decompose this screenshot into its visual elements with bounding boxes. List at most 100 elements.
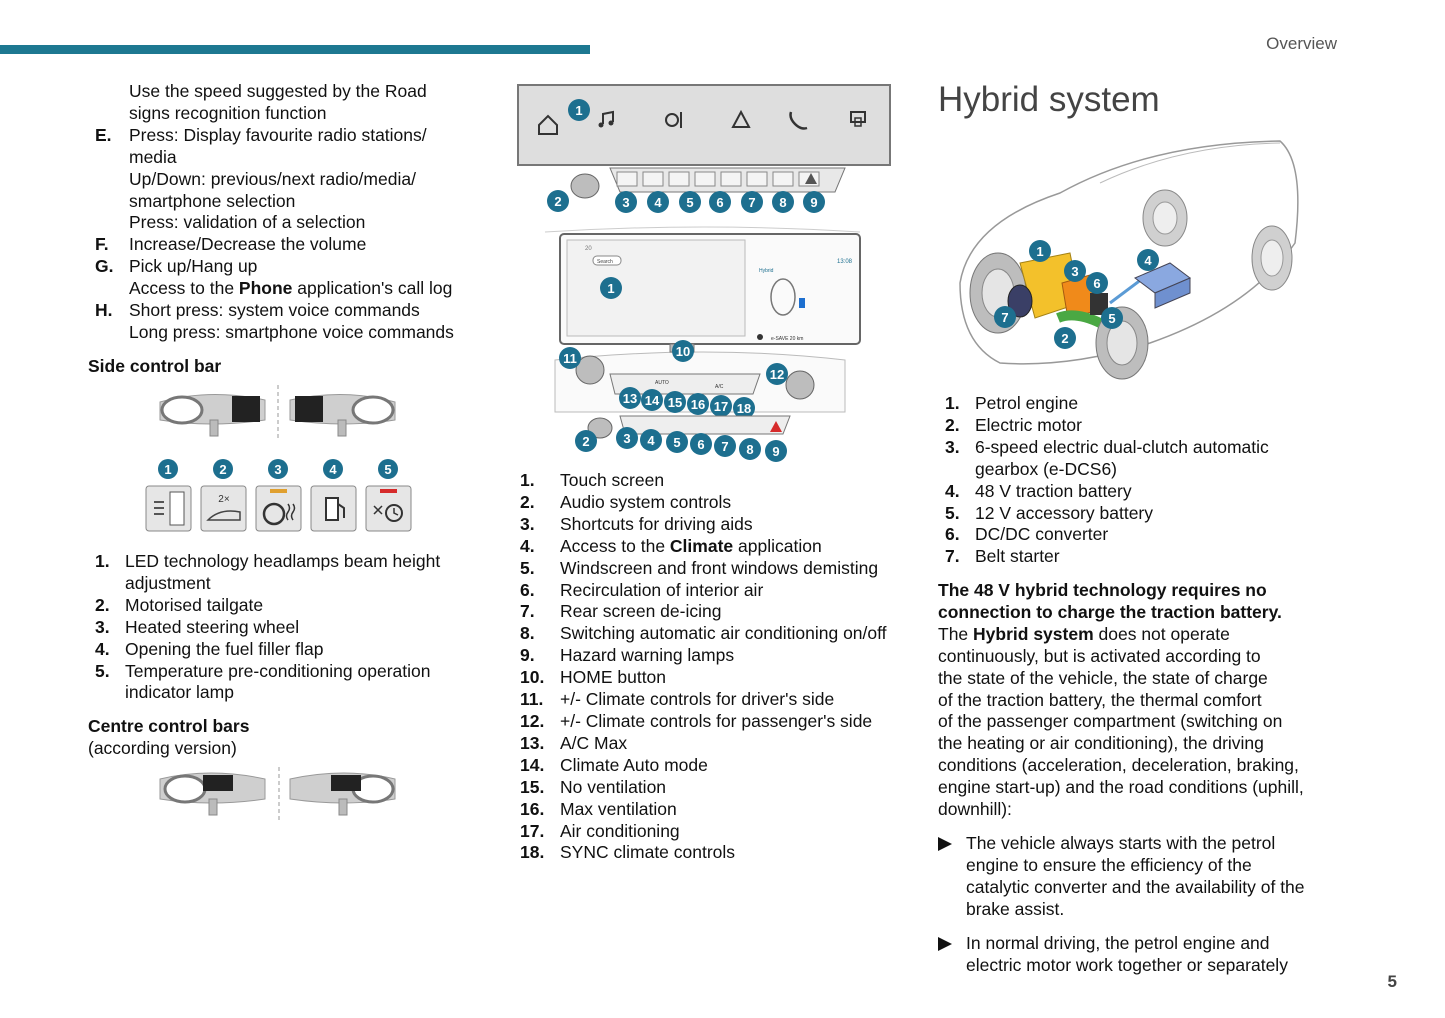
bullet-item: The vehicle always starts with the petro… (938, 833, 1338, 921)
svg-text:14: 14 (645, 393, 660, 408)
centre-console-figure: 1 2 3 4 5 6 7 8 9 20 13:08 Search Hybrid… (517, 84, 891, 462)
centre-console-list: 1.Touch screen 2.Audio system controls 3… (520, 470, 910, 864)
svg-text:4: 4 (329, 462, 337, 477)
paragraph-line: of the passenger compartment (switching … (938, 711, 1283, 732)
callout-1: 1 (158, 459, 178, 479)
svg-text:7: 7 (721, 439, 728, 454)
list-item: 2.Audio system controls (520, 491, 732, 512)
list-item: 9.Hazard warning lamps (520, 645, 735, 666)
paragraph-line: of the traction battery, the thermal com… (938, 689, 1262, 710)
svg-text:6: 6 (716, 195, 723, 210)
list-item: 3.Shortcuts for driving aids (520, 513, 753, 534)
panel-ac: A/C (715, 384, 724, 390)
triangle-bullet-icon (938, 836, 952, 851)
list-item: 8.Switching automatic air conditioning o… (520, 623, 887, 644)
svg-text:7: 7 (1001, 310, 1008, 325)
centre-control-heading: Centre control bars (88, 716, 250, 736)
svg-text:2: 2 (1061, 331, 1068, 346)
svg-text:3: 3 (622, 195, 629, 210)
callouts-lower: 2 3 4 5 6 7 8 9 (575, 427, 787, 462)
music-icon (598, 110, 614, 128)
list-item: 6.Recirculation of interior air (520, 579, 764, 600)
list-item: 3.Heated steering wheel (95, 616, 300, 637)
cont-line: Use the speed suggested by the Road (129, 81, 427, 101)
bullet-item: In normal driving, the petrol engine and… (938, 933, 1338, 977)
list-item: 5.12 V accessory battery (945, 502, 1153, 523)
svg-text:1: 1 (575, 103, 582, 118)
centre-control-subheading: (according version) (88, 738, 237, 758)
section-name: Overview (1266, 34, 1337, 53)
paragraph-line: the heating or air conditioning), the dr… (938, 733, 1264, 754)
list-item: 16.Max ventilation (520, 798, 677, 819)
bold-statement: connection to charge the traction batter… (938, 601, 1282, 622)
svg-text:2×: 2× (218, 494, 230, 505)
top-accent-bar (0, 45, 590, 54)
mirror-screen-icon (850, 111, 866, 127)
paragraph-line: engine start-up) and the road conditions… (938, 777, 1304, 798)
svg-text:5: 5 (384, 462, 391, 477)
headlamp-height-button (145, 485, 192, 532)
centre-control-figure (159, 767, 396, 823)
list-item: 4.48 V traction battery (945, 480, 1132, 501)
callout-1: 1 (568, 99, 590, 121)
screen-clock: 13:08 (837, 259, 853, 265)
list-item: 5.Temperature pre-conditioning operation… (95, 660, 431, 703)
list-item: 14.Climate Auto mode (520, 754, 708, 775)
home-icon (538, 114, 558, 135)
column-1: Use the speed suggested by the Road sign… (88, 81, 488, 378)
list-item: 18.SYNC climate controls (520, 842, 736, 863)
callouts-upper: 2 3 4 5 6 7 8 9 (547, 190, 825, 213)
navigation-icon (731, 109, 751, 128)
svg-text:13: 13 (623, 391, 637, 406)
hybrid-callouts: 1 2 3 4 5 6 7 (994, 240, 1159, 349)
heated-wheel-button (255, 485, 302, 532)
screen-search: Search (597, 259, 613, 265)
list-item: 6.DC/DC converter (945, 524, 1109, 545)
svg-text:16: 16 (691, 397, 705, 412)
hybrid-system-title: Hybrid system (938, 80, 1160, 119)
callout-5: 5 (378, 459, 398, 479)
svg-text:9: 9 (772, 444, 779, 459)
svg-text:15: 15 (668, 395, 682, 410)
screen-hybrid: Hybrid (759, 268, 774, 274)
svg-text:6: 6 (1093, 276, 1100, 291)
screen-esave: e-SAVE 20 km (771, 336, 803, 342)
list-item: 7.Belt starter (945, 546, 1060, 567)
svg-text:5: 5 (1108, 311, 1115, 326)
control-item-g-cont: Access to the Phone application's call l… (129, 278, 453, 299)
tailgate-button: 2× (200, 485, 247, 532)
svg-text:1: 1 (1036, 244, 1043, 259)
svg-text:4: 4 (654, 195, 662, 210)
bold-statement: The 48 V hybrid technology requires no (938, 580, 1267, 600)
cont-line: signs recognition function (129, 102, 327, 123)
svg-text:12: 12 (770, 367, 784, 382)
preconditioning-button (365, 485, 412, 532)
screen-temp: 20 (585, 246, 592, 252)
list-item: 2.Motorised tailgate (95, 594, 264, 615)
svg-text:17: 17 (714, 399, 728, 414)
svg-text:3: 3 (1071, 264, 1078, 279)
control-item-e: E. Press: Display favourite radio statio… (95, 124, 427, 233)
svg-text:2: 2 (582, 434, 589, 449)
panel-auto: AUTO (655, 380, 669, 386)
callout-1-lower: 1 (600, 277, 622, 299)
list-item: 13.A/C Max (520, 732, 628, 753)
svg-text:2: 2 (219, 462, 226, 477)
svg-text:5: 5 (686, 195, 693, 210)
list-item: 17.Air conditioning (520, 820, 680, 841)
side-control-heading: Side control bar (88, 355, 222, 376)
svg-text:5: 5 (673, 435, 680, 450)
triangle-bullet-icon (938, 936, 952, 951)
paragraph-line: The Hybrid system does not operate (938, 623, 1230, 644)
list-item: 11.+/- Climate controls for driver's sid… (520, 689, 835, 710)
dashboard-right-illustration (289, 393, 396, 437)
paragraph-line: downhill): (938, 799, 1012, 820)
side-buttons: 2× (145, 485, 412, 532)
svg-text:7: 7 (748, 195, 755, 210)
control-item-h: H. Short press: system voice commands Lo… (95, 300, 454, 342)
control-item-f: F. Increase/Decrease the volume (95, 234, 367, 255)
phone-icon (789, 111, 808, 130)
callout-2: 2 (213, 459, 233, 479)
